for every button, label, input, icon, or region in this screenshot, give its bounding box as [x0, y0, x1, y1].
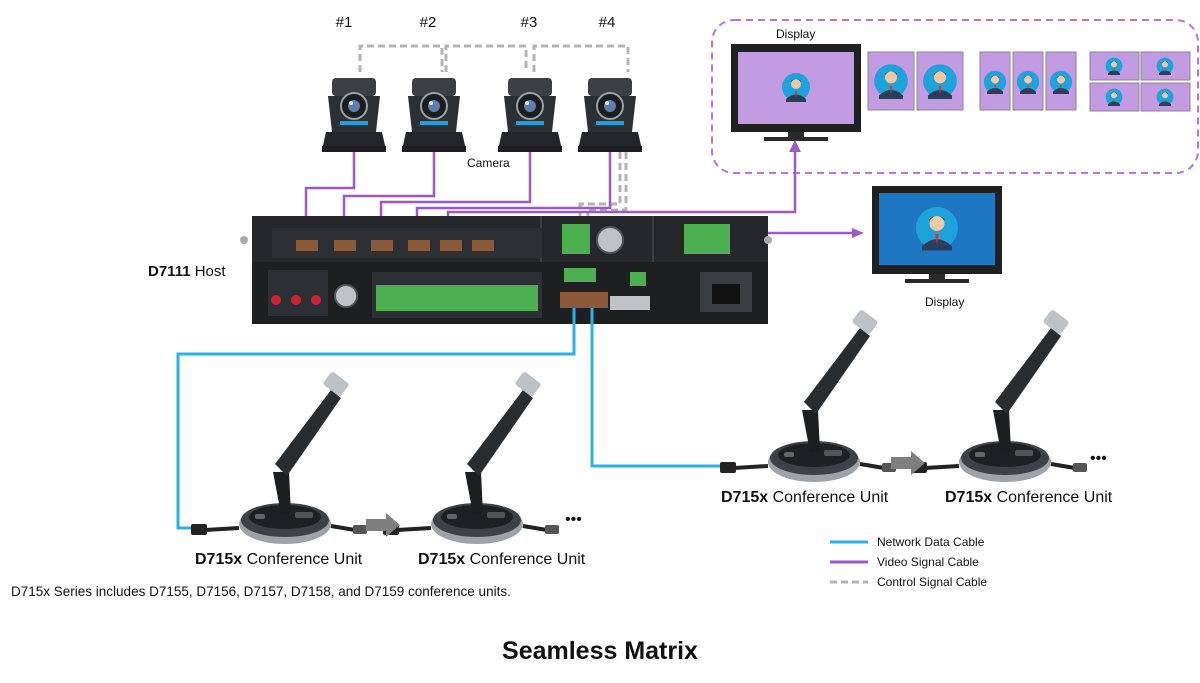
layout-split-4 [1089, 51, 1191, 112]
unit-model: D715x [418, 551, 466, 568]
camera-caption: Camera [467, 156, 510, 170]
unit-suffix: Conference Unit [768, 489, 889, 506]
camera-4 [577, 77, 643, 153]
camera-2-label: #2 [419, 14, 437, 31]
camera-1 [321, 77, 387, 153]
unit-suffix: Conference Unit [242, 551, 363, 568]
unit-suffix: Conference Unit [992, 489, 1113, 506]
conference-unit-2 [381, 368, 561, 546]
arrow-right-icon [852, 228, 864, 238]
layout-split-3 [979, 51, 1077, 111]
continuation-dots: ••• [1090, 450, 1107, 467]
conference-unit-4 [909, 306, 1089, 484]
display-right-caption: Display [925, 295, 965, 309]
network-data-cables [176, 308, 736, 530]
camera-3-label: #3 [520, 14, 538, 31]
arrow-right-icon [891, 451, 925, 475]
series-note: D715x Series includes D7155, D7156, D715… [11, 584, 511, 599]
unit-model: D715x [721, 489, 769, 506]
host-label: D7111 Host [148, 263, 226, 280]
layout-split-2 [867, 51, 964, 111]
display-top-monitor [731, 44, 861, 141]
arrow-right-icon [366, 513, 400, 537]
host-device [240, 216, 772, 324]
host-suffix: Host [190, 263, 226, 280]
camera-1-label: #1 [335, 14, 353, 31]
unit-model: D715x [195, 551, 243, 568]
host-model: D7111 [148, 263, 191, 280]
conference-unit-1 [189, 368, 369, 546]
unit-1-label: D715x Conference Unit [195, 551, 362, 569]
unit-model: D715x [945, 489, 993, 506]
display-layouts-frame [711, 19, 1199, 174]
camera-4-label: #4 [598, 14, 616, 31]
camera-2 [401, 77, 467, 153]
legend-label-control: Control Signal Cable [877, 575, 988, 589]
legend [830, 540, 868, 584]
page-title: Seamless Matrix [502, 637, 698, 665]
continuation-dots: ••• [565, 511, 582, 528]
legend-label-video: Video Signal Cable [877, 555, 979, 569]
unit-4-label: D715x Conference Unit [945, 489, 1112, 507]
display-top-caption: Display [776, 27, 816, 41]
unit-suffix: Conference Unit [465, 551, 586, 568]
camera-3 [497, 77, 563, 153]
arrow-up-icon [789, 140, 801, 152]
conference-unit-3 [718, 306, 898, 484]
legend-label-network: Network Data Cable [877, 535, 985, 549]
unit-3-label: D715x Conference Unit [721, 489, 888, 507]
unit-2-label: D715x Conference Unit [418, 551, 585, 569]
display-right-monitor [872, 186, 1002, 283]
